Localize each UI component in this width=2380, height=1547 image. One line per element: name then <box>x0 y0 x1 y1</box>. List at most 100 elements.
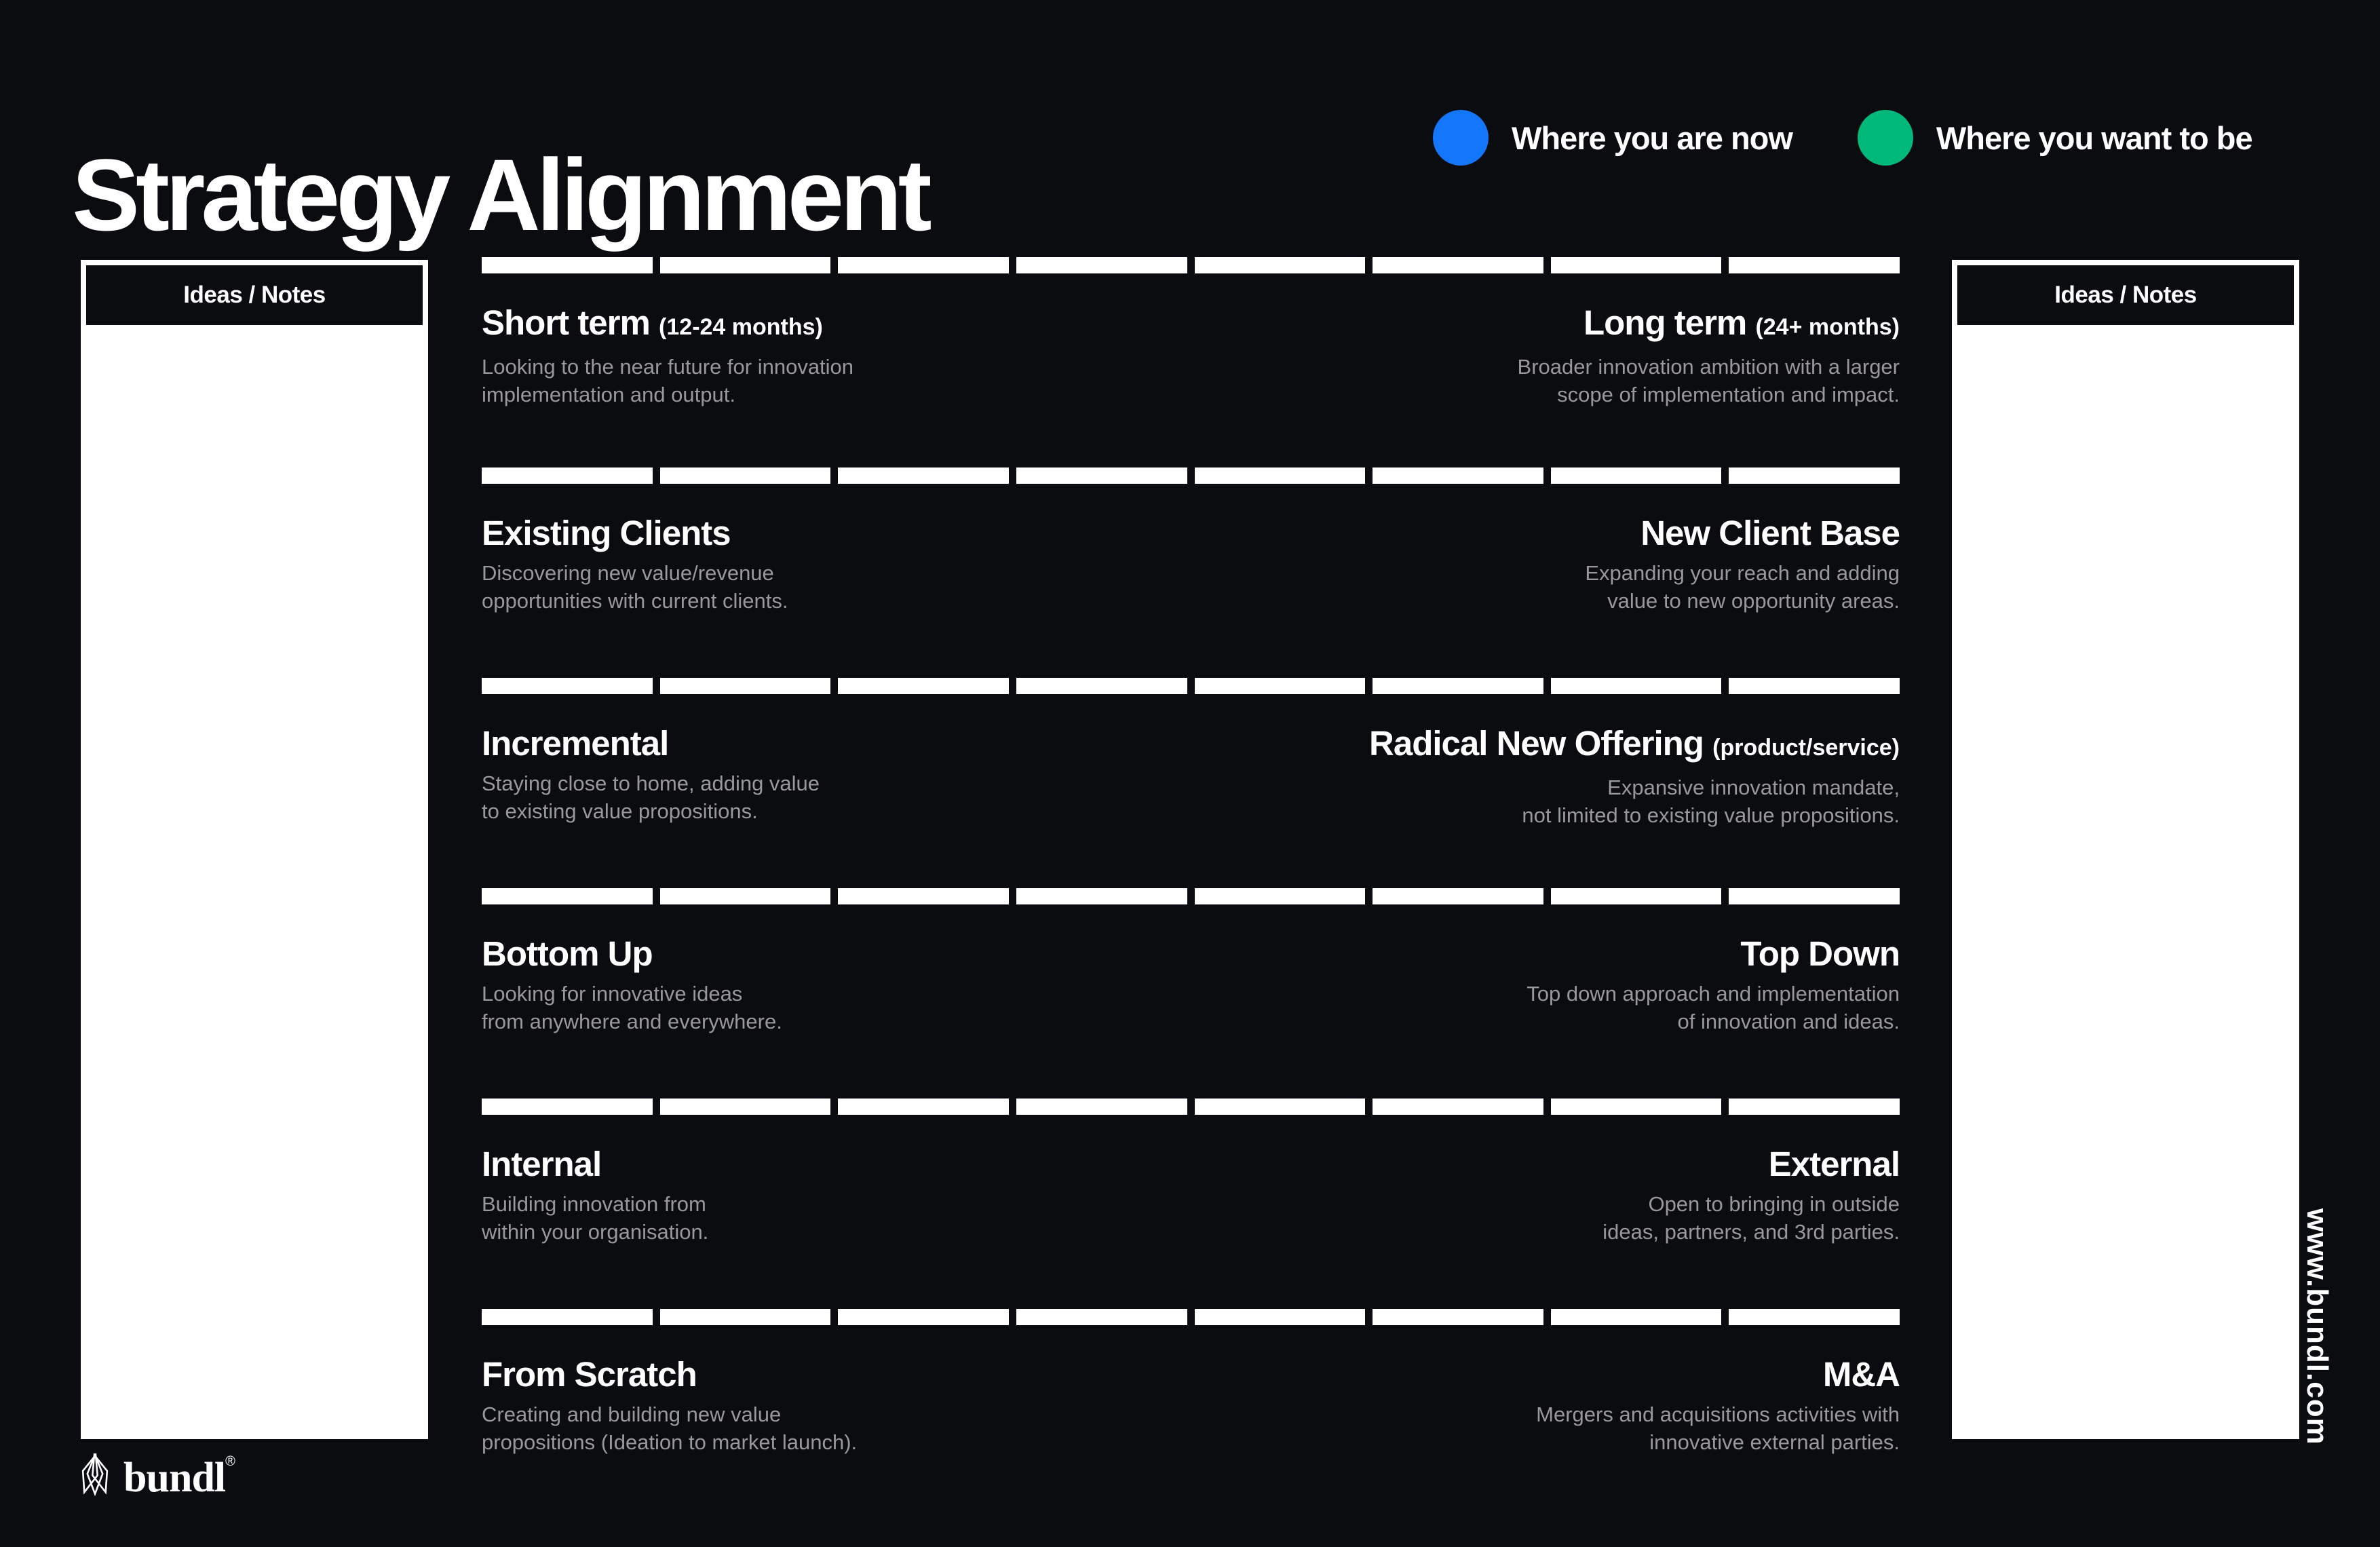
track-segment[interactable] <box>1373 1099 1543 1115</box>
track-segment[interactable] <box>838 467 1009 484</box>
where-you-are-now-dot <box>1433 110 1489 166</box>
row-desc-left: Discovering new value/revenue opportunit… <box>482 561 788 613</box>
row-label-right: Top Down Top down approach and implement… <box>1058 933 1900 1035</box>
website-url-vertical[interactable]: www.bundl.com <box>2301 1208 2334 1445</box>
track-segment[interactable] <box>1729 1099 1900 1115</box>
row-title-left: Bottom Up <box>482 934 653 973</box>
row-qualifier-left: (12-24 months) <box>659 314 823 340</box>
slider-track <box>482 1309 1900 1325</box>
row-label-left: From Scratch Creating and building new v… <box>482 1354 1323 1456</box>
track-segment[interactable] <box>659 888 831 904</box>
track-segment[interactable] <box>1194 257 1366 273</box>
track-segment[interactable] <box>838 678 1009 694</box>
slider-track <box>482 888 1900 904</box>
track-segment[interactable] <box>1373 257 1543 273</box>
track-segment[interactable] <box>1550 678 1722 694</box>
row-title-right: External <box>1768 1145 1900 1183</box>
slider-track <box>482 257 1900 273</box>
track-segment[interactable] <box>1550 467 1722 484</box>
track-segment[interactable] <box>1194 1099 1366 1115</box>
row-qualifier-right: (24+ months) <box>1755 314 1900 340</box>
track-segment[interactable] <box>659 467 831 484</box>
track-segment[interactable] <box>482 888 653 904</box>
row-title-left: Internal <box>482 1145 602 1183</box>
slider-track <box>482 467 1900 484</box>
legend-item-now: Where you are now <box>1433 110 1793 166</box>
track-segment[interactable] <box>482 257 653 273</box>
row-title-left: Existing Clients <box>482 514 731 552</box>
track-segment[interactable] <box>482 1309 653 1325</box>
slider-row-term: Short term (12-24 months) Looking to the… <box>482 257 1900 467</box>
where-you-want-to-be-dot <box>1857 110 1913 166</box>
track-segment[interactable] <box>659 1309 831 1325</box>
row-desc-left: Building innovation from within your org… <box>482 1192 709 1244</box>
track-segment[interactable] <box>482 678 653 694</box>
track-segment[interactable] <box>1729 678 1900 694</box>
track-segment[interactable] <box>1729 257 1900 273</box>
brand-wordmark: bundl® <box>123 1454 235 1502</box>
track-segment[interactable] <box>1016 888 1187 904</box>
track-segment[interactable] <box>1373 1309 1543 1325</box>
notes-panel-left: Ideas / Notes <box>81 260 428 1439</box>
track-segment[interactable] <box>1373 467 1543 484</box>
row-label-left: Internal Building innovation from within… <box>482 1143 1323 1246</box>
row-title-left: From Scratch <box>482 1355 697 1394</box>
row-title-right: New Client Base <box>1640 514 1900 552</box>
slider-row-offering: Incremental Staying close to home, addin… <box>482 678 1900 888</box>
track-segment[interactable] <box>1373 888 1543 904</box>
row-label-right: M&A Mergers and acquisitions activities … <box>1058 1354 1900 1456</box>
track-segment[interactable] <box>838 888 1009 904</box>
slider-row-clients: Existing Clients Discovering new value/r… <box>482 467 1900 678</box>
row-qualifier-right: (product/service) <box>1712 735 1900 761</box>
track-segment[interactable] <box>1016 1099 1187 1115</box>
row-desc-right: Mergers and acquisitions activities with… <box>1536 1402 1900 1454</box>
notes-panel-left-header: Ideas / Notes <box>86 265 423 325</box>
track-segment[interactable] <box>1194 1309 1366 1325</box>
row-desc-right: Expansive innovation mandate, not limite… <box>1522 776 1900 827</box>
notes-panel-left-body[interactable] <box>86 325 423 1434</box>
slider-track <box>482 1099 1900 1115</box>
track-segment[interactable] <box>1729 467 1900 484</box>
track-segment[interactable] <box>1194 888 1366 904</box>
track-segment[interactable] <box>838 1099 1009 1115</box>
legend-label-goal: Where you want to be <box>1936 119 2253 156</box>
track-segment[interactable] <box>1550 1099 1722 1115</box>
row-title-right: M&A <box>1822 1355 1900 1394</box>
row-label-left: Existing Clients Discovering new value/r… <box>482 512 1323 615</box>
track-segment[interactable] <box>659 678 831 694</box>
track-segment[interactable] <box>838 1309 1009 1325</box>
notes-panel-right-body[interactable] <box>1957 325 2294 1434</box>
track-segment[interactable] <box>1016 257 1187 273</box>
row-title-right: Radical New Offering (product/service) <box>1369 724 1900 763</box>
track-segment[interactable] <box>1550 257 1722 273</box>
track-segment[interactable] <box>482 467 653 484</box>
slider-row-build: From Scratch Creating and building new v… <box>482 1309 1900 1519</box>
row-label-left: Short term (12-24 months) Looking to the… <box>482 302 1323 408</box>
row-title-right: Top Down <box>1740 934 1900 973</box>
slider-rows: Short term (12-24 months) Looking to the… <box>482 257 1900 1533</box>
track-segment[interactable] <box>1194 678 1366 694</box>
notes-panel-left-title: Ideas / Notes <box>183 282 326 308</box>
track-segment[interactable] <box>1550 888 1722 904</box>
track-segment[interactable] <box>1016 467 1187 484</box>
registered-mark: ® <box>225 1454 235 1470</box>
track-segment[interactable] <box>1373 678 1543 694</box>
track-segment[interactable] <box>838 257 1009 273</box>
track-segment[interactable] <box>659 1099 831 1115</box>
track-segment[interactable] <box>1729 888 1900 904</box>
track-segment[interactable] <box>1729 1309 1900 1325</box>
row-label-right: Long term (24+ months) Broader innovatio… <box>1058 302 1900 408</box>
track-segment[interactable] <box>482 1099 653 1115</box>
row-desc-left: Staying close to home, adding value to e… <box>482 771 820 823</box>
notes-panel-right-header: Ideas / Notes <box>1957 265 2294 325</box>
track-segment[interactable] <box>1550 1309 1722 1325</box>
track-segment[interactable] <box>1016 678 1187 694</box>
row-desc-left: Looking to the near future for innovatio… <box>482 355 854 406</box>
bundl-icon <box>81 1452 109 1497</box>
legend: Where you are now Where you want to be <box>1433 109 2253 166</box>
slider-row-source: Internal Building innovation from within… <box>482 1099 1900 1309</box>
track-segment[interactable] <box>1194 467 1366 484</box>
track-segment[interactable] <box>1016 1309 1187 1325</box>
track-segment[interactable] <box>659 257 831 273</box>
